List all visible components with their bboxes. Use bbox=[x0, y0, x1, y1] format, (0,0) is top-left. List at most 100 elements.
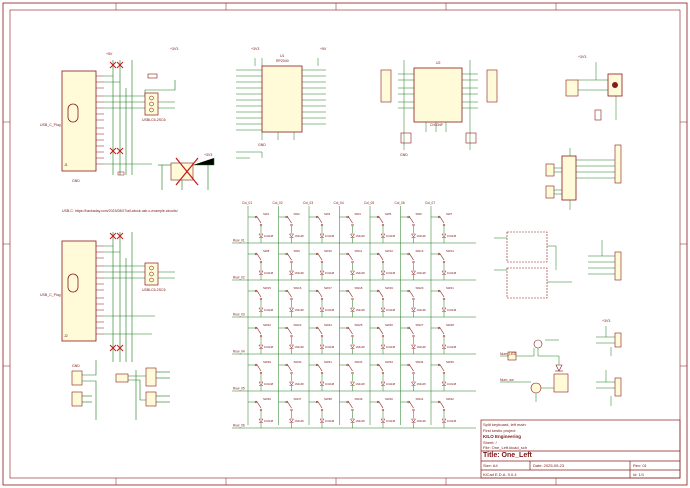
diode-value: 1N4148 bbox=[295, 419, 305, 423]
switch-contact bbox=[351, 371, 354, 375]
diode-symbol bbox=[411, 381, 416, 386]
sbu-pulldown-cap bbox=[117, 171, 125, 176]
usb-c-connector-top bbox=[61, 70, 104, 172]
switch-lever bbox=[378, 252, 384, 261]
switch-lever bbox=[347, 400, 353, 409]
switch-ref: SW18 bbox=[355, 286, 363, 290]
diode-symbol bbox=[289, 270, 294, 275]
diode-symbol bbox=[289, 381, 294, 386]
switch-lever bbox=[408, 252, 414, 261]
diode-symbol bbox=[319, 307, 325, 312]
switch-contact bbox=[442, 223, 446, 227]
switch-contact bbox=[381, 334, 385, 338]
usb-top-ferrite bbox=[147, 73, 158, 79]
switch-ref: SW13 bbox=[416, 249, 424, 253]
switch-ref: SW4 bbox=[355, 212, 362, 216]
diode-value: 1N4148 bbox=[356, 271, 366, 275]
switch-ref: SW29 bbox=[263, 360, 271, 364]
switch-lever bbox=[286, 215, 292, 224]
switch-ref: SW36 bbox=[263, 397, 271, 401]
switch-ref: SW19 bbox=[385, 286, 393, 290]
value-esd-bottom: USBLC6-2SC6 bbox=[142, 288, 166, 292]
switch-lever bbox=[378, 215, 384, 224]
switch-contact bbox=[320, 334, 324, 338]
switch-ref: SW1 bbox=[263, 212, 270, 216]
title-block bbox=[480, 419, 681, 479]
diode-symbol bbox=[289, 307, 294, 312]
diode-value: 1N4148 bbox=[325, 419, 335, 423]
tb-size: Size: A4 bbox=[483, 463, 498, 468]
switch-lever bbox=[256, 326, 262, 335]
switch-ref: SW35 bbox=[446, 360, 454, 364]
switch-contact bbox=[259, 297, 263, 301]
diode-value: 1N4148 bbox=[417, 234, 427, 238]
diode-value: 1N4148 bbox=[447, 308, 457, 312]
switch-contact bbox=[290, 260, 293, 264]
schematic-labels: J1 USB_C_Plug USBLC6-2SC6 J2 USB_C_Plug … bbox=[40, 47, 610, 382]
diode-value: 1N4148 bbox=[447, 345, 457, 349]
switch-ref: SW16 bbox=[294, 286, 302, 290]
col-label-2: Col_02 bbox=[273, 201, 283, 205]
diode-symbol bbox=[411, 233, 416, 238]
usb-note: USB-C: https://hackaday.com/2023/08/07/a… bbox=[62, 209, 178, 213]
switch-lever bbox=[317, 215, 323, 224]
net-v5-top: +5V bbox=[106, 52, 113, 56]
switch-lever bbox=[317, 326, 323, 335]
switch-ref: SW24 bbox=[324, 323, 332, 327]
switch-contact bbox=[442, 371, 446, 375]
switch-lever bbox=[256, 400, 262, 409]
switch-lever bbox=[317, 400, 323, 409]
tb-date: Date: 2025-09-23 bbox=[533, 463, 565, 468]
value-u1: RP2040 bbox=[276, 59, 289, 63]
usb-c-connector-bottom bbox=[61, 240, 104, 342]
switch-lever bbox=[286, 252, 292, 261]
switch-contact bbox=[290, 297, 293, 301]
diode-value: 1N4148 bbox=[417, 271, 427, 275]
switch-contact bbox=[442, 297, 446, 301]
diode-symbol bbox=[380, 418, 386, 423]
switch-lever bbox=[256, 363, 262, 372]
diode-symbol bbox=[350, 381, 355, 386]
tb-file: File: One_Left.kicad_sch bbox=[483, 445, 528, 450]
diode-value: 1N4148 bbox=[386, 382, 396, 386]
col-label-6: Col_06 bbox=[395, 201, 405, 205]
diode-value: 1N4148 bbox=[386, 234, 396, 238]
switch-contact bbox=[381, 371, 385, 375]
switch-lever bbox=[408, 363, 414, 372]
led-and-switch-lower-wires bbox=[500, 339, 560, 402]
diode-value: 1N4148 bbox=[264, 234, 274, 238]
diode-value: 1N4148 bbox=[356, 419, 366, 423]
switch-ref: SW28 bbox=[446, 323, 454, 327]
diode-symbol bbox=[258, 418, 264, 423]
diode-value: 1N4148 bbox=[386, 308, 396, 312]
switch-ref: SW42 bbox=[446, 397, 454, 401]
switch-contact bbox=[412, 297, 415, 301]
switch-lever bbox=[408, 326, 414, 335]
switch-lever bbox=[378, 326, 384, 335]
diode-symbol bbox=[289, 233, 294, 238]
diode-symbol bbox=[258, 344, 264, 349]
switch-contact bbox=[381, 297, 385, 301]
switch-ref: SW7 bbox=[446, 212, 453, 216]
net-v33-p7: +3V3 bbox=[602, 319, 610, 323]
row-label-1: Row_01 bbox=[233, 239, 245, 243]
diode-value: 1N4148 bbox=[295, 382, 305, 386]
diode-symbol bbox=[289, 418, 294, 423]
switch-contact bbox=[320, 260, 324, 264]
switch-contact bbox=[412, 260, 415, 264]
switch-lever bbox=[256, 289, 262, 298]
switch-lever bbox=[439, 326, 445, 335]
switch-lever bbox=[347, 252, 353, 261]
switch-contact bbox=[320, 408, 324, 412]
row-label-6: Row_06 bbox=[233, 424, 245, 428]
switch-lever bbox=[439, 215, 445, 224]
usb-hub-u2 bbox=[380, 60, 498, 150]
switch-lever bbox=[286, 289, 292, 298]
value-j1: USB_C_Plug bbox=[40, 123, 61, 127]
switch-contact bbox=[351, 408, 354, 412]
switch-lever bbox=[317, 363, 323, 372]
diode-symbol bbox=[350, 307, 355, 312]
diode-symbol bbox=[350, 233, 355, 238]
tb-rev: Rev: 01 bbox=[633, 463, 647, 468]
diode-value: 1N4148 bbox=[386, 271, 396, 275]
